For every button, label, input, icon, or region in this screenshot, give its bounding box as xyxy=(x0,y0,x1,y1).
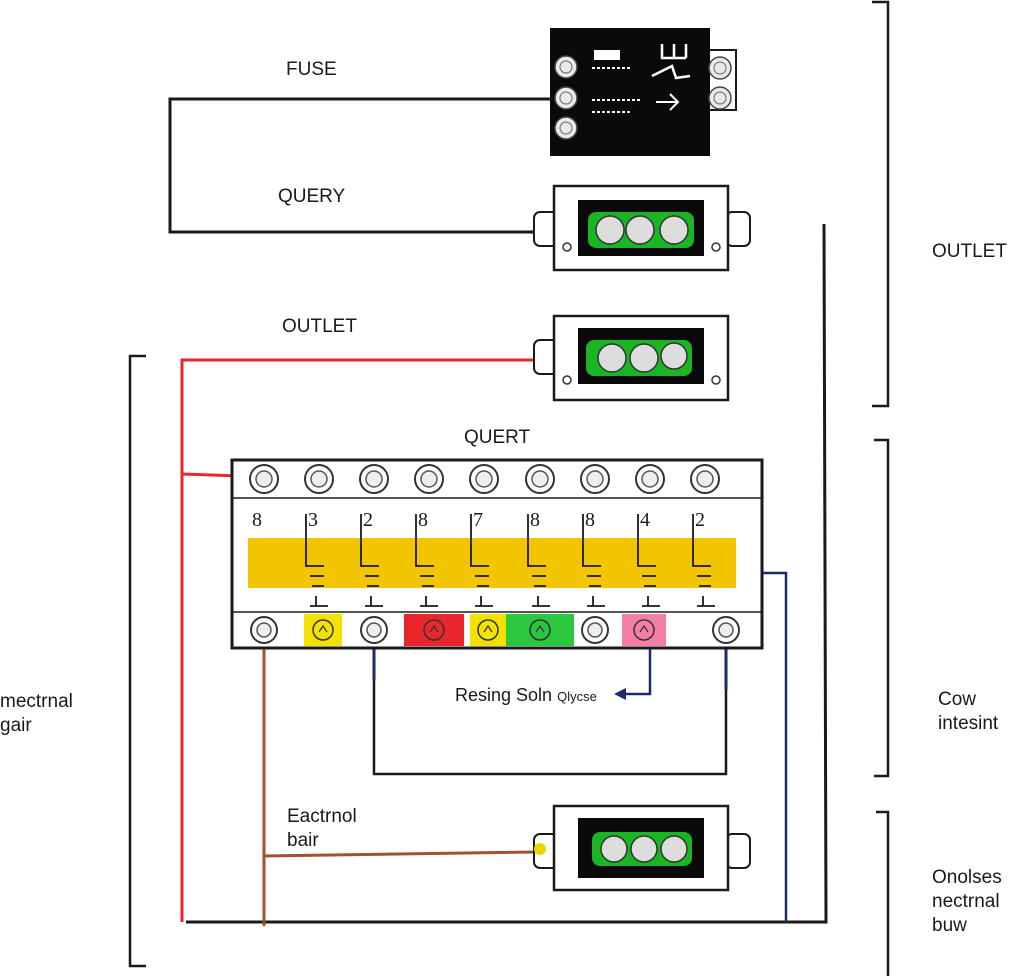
top-terminal xyxy=(304,464,334,494)
breaker-number: 2 xyxy=(695,509,705,531)
label-query: QUERY xyxy=(278,186,346,207)
breaker-switch xyxy=(305,514,328,607)
label-resing-text: Resing Soln xyxy=(455,685,553,705)
arrow-navy xyxy=(614,688,626,700)
wire-fuse-query xyxy=(168,97,552,234)
breaker-switch xyxy=(637,514,660,607)
label-outlet-right: OUTLET xyxy=(932,241,1007,262)
label-cow: Cow intesint xyxy=(938,689,999,734)
breaker-number: 8 xyxy=(530,509,540,531)
wire-loop-bottom xyxy=(372,640,728,776)
label-fuse: FUSE xyxy=(286,59,337,80)
label-resing: Resing Soln Qlycse xyxy=(455,684,597,707)
label-eactrnol: Eactrnol bair xyxy=(287,806,357,851)
top-terminal xyxy=(580,464,610,494)
fuse-screw-1 xyxy=(554,55,578,79)
fuse-screw-2 xyxy=(554,86,578,110)
top-terminal xyxy=(359,464,389,494)
breaker-number: 4 xyxy=(640,509,650,531)
top-terminal xyxy=(469,464,499,494)
indicator-cell xyxy=(470,614,506,646)
top-terminal xyxy=(690,464,720,494)
fuse-screw-4 xyxy=(708,56,732,80)
wire-brown xyxy=(262,640,537,926)
label-quert: QUERT xyxy=(464,427,531,448)
fuse-screw-3 xyxy=(554,116,578,140)
query-outlet-device xyxy=(533,184,751,272)
bracket-left xyxy=(128,354,146,968)
bus-bar xyxy=(248,538,736,588)
fuse-screw-5 xyxy=(708,86,732,110)
breaker-number: 3 xyxy=(308,509,318,531)
indicator-cell xyxy=(304,614,342,646)
breaker-number: 8 xyxy=(418,509,428,531)
indicator-cell xyxy=(404,614,464,646)
label-resing-tag: Qlycse xyxy=(557,689,597,704)
bracket-cow-right xyxy=(874,438,890,778)
wire-red xyxy=(180,358,536,922)
breaker-panel: 8 3 2 8 7 8 8 4 2 xyxy=(230,458,764,650)
breaker-number: 2 xyxy=(363,509,373,531)
breaker-number: 7 xyxy=(473,509,483,531)
label-left-side: mectrnal gair xyxy=(0,691,73,736)
bottom-terminal xyxy=(581,616,609,644)
breaker-number: 8 xyxy=(585,509,595,531)
breaker-switch xyxy=(582,514,605,607)
breaker-switch xyxy=(527,514,550,607)
wire-navy-right xyxy=(762,571,788,922)
bottom-terminal xyxy=(250,616,278,644)
bottom-outlet-device xyxy=(533,804,751,892)
breaker-switch xyxy=(470,514,493,607)
bottom-terminal xyxy=(360,616,388,644)
top-terminal xyxy=(635,464,665,494)
wire-navy-resing xyxy=(622,640,652,696)
bottom-terminal xyxy=(712,616,740,644)
top-terminal xyxy=(414,464,444,494)
breaker-switch xyxy=(360,514,383,607)
label-onolses: Onolses nectrnal buw xyxy=(932,867,1002,936)
bracket-onolses-right xyxy=(876,810,890,976)
switch-symbol-icon xyxy=(651,64,691,80)
top-terminal xyxy=(249,464,279,494)
wire-black-right xyxy=(186,223,828,924)
indicator-cell xyxy=(622,614,666,646)
outlet-device xyxy=(533,314,730,402)
top-terminal xyxy=(525,464,555,494)
breaker-switch xyxy=(692,514,715,607)
wire-red-branch xyxy=(181,472,241,478)
breaker-number: 8 xyxy=(252,509,262,531)
label-outlet-left: OUTLET xyxy=(282,316,357,337)
indicator-cell xyxy=(506,614,574,646)
fuse-device xyxy=(550,28,737,156)
breaker-switch xyxy=(415,514,438,607)
bracket-outlet-right xyxy=(872,0,890,408)
